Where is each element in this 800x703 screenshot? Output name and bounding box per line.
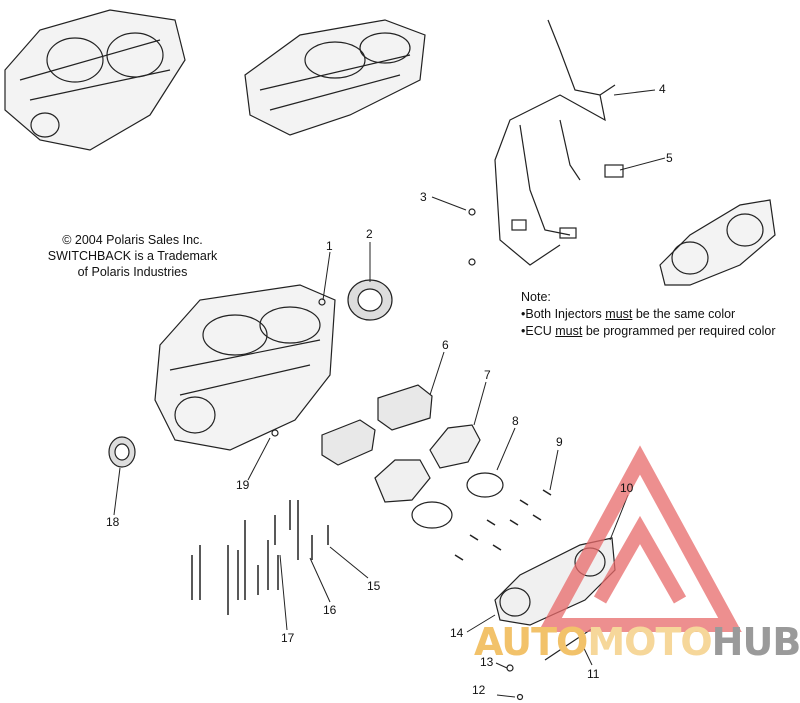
crankcase-upper-center <box>244 19 426 136</box>
crankcase-main <box>154 284 336 451</box>
watermark-part-3: HUB <box>711 620 800 664</box>
washer-12 <box>516 693 524 701</box>
note-line-2-emphasis: must <box>555 324 583 338</box>
intake-boots <box>374 424 504 529</box>
callout-18: 18 <box>106 515 120 529</box>
callout-2: 2 <box>366 227 373 241</box>
watermark-part-2: MOTO <box>587 620 712 664</box>
note-title: Note: <box>521 290 551 304</box>
callout-3: 3 <box>420 190 427 204</box>
note-line-1-emphasis: must <box>605 307 633 321</box>
callout-5: 5 <box>666 151 673 165</box>
copyright-line-3: of Polaris Industries <box>77 265 188 279</box>
note-block: Note: •Both Injectors must be the same c… <box>521 289 776 340</box>
reed-valves <box>321 384 433 466</box>
seal-2 <box>347 279 393 321</box>
callout-numbers: 1 2 3 4 5 6 7 8 9 10 11 12 13 14 15 16 1… <box>106 82 673 697</box>
note-line-1-post: be the same color <box>632 307 736 321</box>
callout-12: 12 <box>472 683 486 697</box>
fuel-rail-assembly <box>468 19 624 266</box>
bolt-group-left <box>191 500 329 615</box>
seal-18 <box>108 436 136 468</box>
callout-17: 17 <box>281 631 295 645</box>
leader-lines <box>113 89 666 698</box>
watermark-triangle <box>538 445 742 632</box>
note-line-2-pre: •ECU <box>521 324 556 338</box>
callout-19: 19 <box>236 478 250 492</box>
callout-7: 7 <box>484 368 491 382</box>
copyright-line-1: © 2004 Polaris Sales Inc. <box>62 233 203 247</box>
callout-6: 6 <box>442 338 449 352</box>
callout-16: 16 <box>323 603 337 617</box>
washer-13 <box>506 664 514 672</box>
throttle-body-upper <box>659 199 776 286</box>
callout-1: 1 <box>326 239 333 253</box>
note-line-1: •Both Injectors must be the same color <box>521 306 776 323</box>
crankcase-upper-left <box>4 9 186 151</box>
note-line-2-post: be programmed per required color <box>582 324 776 338</box>
copyright-block: © 2004 Polaris Sales Inc. SWITCHBACK is … <box>30 232 235 280</box>
note-line-1-pre: •Both Injectors <box>521 307 606 321</box>
callout-10: 10 <box>620 481 634 495</box>
watermark-logo: AUTOMOTOHUB <box>474 620 800 664</box>
callout-15: 15 <box>367 579 381 593</box>
callout-14: 14 <box>450 626 464 640</box>
callout-9: 9 <box>556 435 563 449</box>
watermark-part-1: AUTO <box>474 620 588 664</box>
callout-11: 11 <box>587 667 600 681</box>
callout-4: 4 <box>659 82 666 96</box>
bolt-group-right <box>454 489 552 561</box>
callout-8: 8 <box>512 414 519 428</box>
note-line-2: •ECU must be programmed per required col… <box>521 323 776 340</box>
callout-13: 13 <box>480 655 494 669</box>
copyright-line-2: SWITCHBACK is a Trademark <box>47 249 218 263</box>
